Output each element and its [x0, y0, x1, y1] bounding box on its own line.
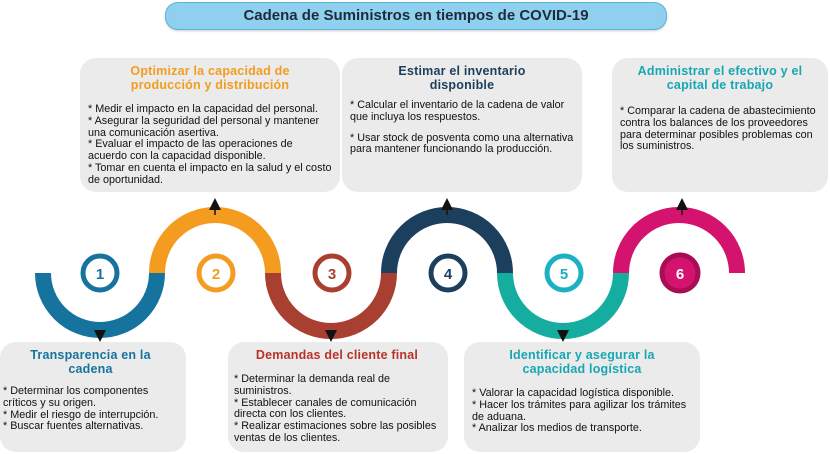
step-title-2: Optimizar la capacidad de producción y d…: [130, 64, 290, 92]
arc-step-1: [35, 272, 165, 338]
step-item: * Medir el impacto en la capacidad del p…: [88, 103, 318, 115]
step-circle-3: [312, 253, 352, 293]
step-item: * Analizar los medios de transporte.: [472, 422, 642, 435]
step-title-4: Estimar el inventario disponible: [398, 64, 526, 92]
step-circle-4: [428, 253, 468, 293]
step-item: * Buscar fuentes alternativas.: [3, 420, 144, 433]
arc-step-4: [381, 207, 513, 274]
step-title-6: Administrar el efectivo y el capital de …: [637, 64, 803, 92]
step-item: * Valorar la capacidad logística disponi…: [472, 387, 675, 399]
step-item: * Hacer los trámites para agilizar los t…: [472, 398, 687, 423]
step-box-3: Demandas del cliente final * Determinar …: [228, 342, 448, 452]
step-circle-2: [196, 253, 236, 293]
step-title-3: Demandas del cliente final: [255, 348, 419, 362]
arc-step-6: [613, 207, 745, 274]
step-item: * Determinar los componentes críticos y …: [3, 385, 149, 409]
step-box-1: Transparencia en la cadena * Determinar …: [0, 342, 186, 452]
step-number-4: 4: [444, 266, 453, 283]
step-item: * Evaluar el impacto de las operaciones …: [88, 138, 293, 163]
step-item: * Determinar la demanda real de suminist…: [234, 373, 391, 397]
step-circle-1: [80, 253, 120, 293]
step-item: * Tomar en cuenta el impacto en la salud…: [88, 161, 332, 186]
step-item: * Medir el riesgo de interrupción.: [3, 408, 159, 421]
step-number-5: 5: [560, 266, 568, 283]
step-box-2: Optimizar la capacidad de producción y d…: [80, 58, 340, 192]
step-number-3: 3: [328, 266, 336, 283]
step-circle-6: [659, 252, 701, 294]
step-title-1: Transparencia en la cadena: [30, 348, 151, 376]
step-box-4: Estimar el inventario disponible * Calcu…: [342, 58, 582, 192]
page-title: Cadena de Suministros en tiempos de COVI…: [165, 2, 667, 30]
arc-step-2: [149, 207, 281, 274]
step-number-2: 2: [212, 266, 220, 283]
step-item: * Asegurar la seguridad del personal y m…: [88, 114, 320, 139]
step-number-1: 1: [96, 266, 104, 283]
step-circle-5: [544, 253, 584, 293]
step-item: * Calcular el inventario de la cadena de…: [350, 99, 565, 123]
step-item: * Comparar la cadena de abastecimiento c…: [620, 105, 816, 153]
step-item: * Usar stock de posventa como una altern…: [350, 131, 574, 156]
step-item: * Realizar estimaciones sobre las posibl…: [234, 420, 437, 444]
step-title-5: Identificar y asegurar la capacidad logí…: [509, 348, 655, 376]
step-box-6: Administrar el efectivo y el capital de …: [612, 58, 828, 192]
step-box-5: Identificar y asegurar la capacidad logí…: [464, 342, 700, 452]
step-number-6: 6: [676, 266, 684, 283]
step-item: * Establecer canales de comunicación dir…: [234, 396, 417, 421]
